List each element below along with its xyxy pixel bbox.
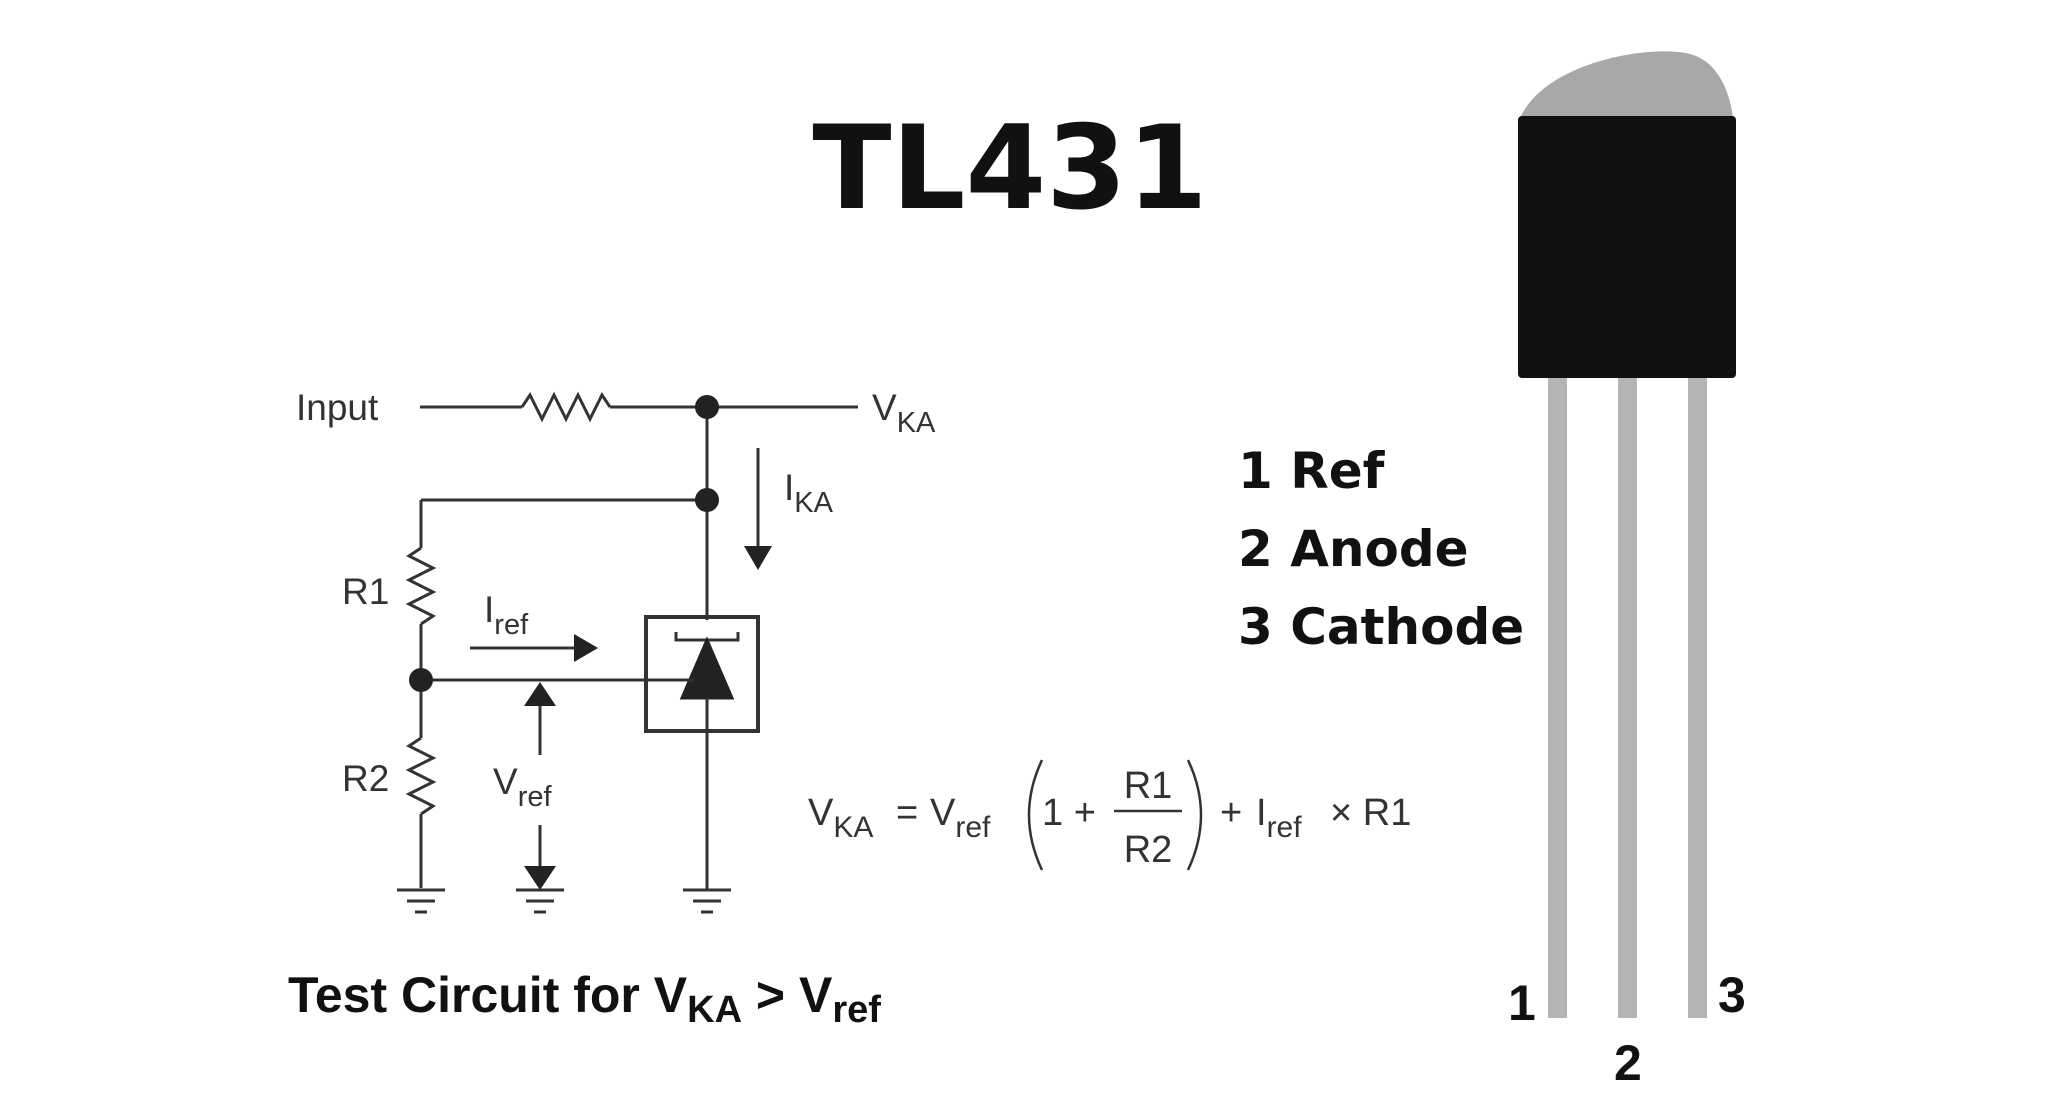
package-body [1518, 116, 1736, 378]
tl431-symbol-box [644, 615, 760, 733]
equation-left-paren [1027, 759, 1044, 871]
input-label: Input [296, 387, 379, 428]
equation-iref: Iref [1256, 792, 1302, 844]
iref-arrow-head [574, 634, 598, 662]
vka-label: VKA [872, 387, 936, 439]
vref-up-arrow-head [524, 682, 556, 706]
vref-label: Vref [493, 761, 552, 813]
equation-plus: + [1220, 792, 1242, 834]
lead-2 [1618, 378, 1637, 1018]
ground-symbol-vref [516, 888, 564, 914]
equation-denominator: R2 [1124, 829, 1173, 871]
zener-triangle [679, 636, 735, 700]
junction-dot-output [695, 395, 719, 419]
vka-equation: VKA = Vref 1 + R1 R2 + Iref × R1 [808, 759, 1411, 871]
ground-symbol-r2 [397, 888, 445, 914]
r1-label: R1 [342, 571, 389, 612]
lead-3 [1688, 378, 1707, 1018]
ground-symbol-anode [683, 888, 731, 914]
ika-label: IKA [784, 467, 834, 519]
junction-dot-r1-top [695, 488, 719, 512]
vref-down-arrow-head [524, 866, 556, 890]
equation-lhs: VKA [808, 792, 873, 844]
resistor-r1 [405, 546, 437, 626]
equation-times-r1: × R1 [1330, 792, 1411, 834]
test-circuit-schematic [397, 391, 858, 914]
pin-legend-item-3: 3 Cathode [1238, 598, 1524, 656]
pin-number-1: 1 [1508, 975, 1536, 1031]
iref-label: Iref [484, 589, 529, 641]
lead-1 [1548, 378, 1567, 1018]
package-dome [1520, 51, 1733, 118]
to92-package: 1 2 3 [1508, 51, 1746, 1091]
pin-legend-item-1: 1 Ref [1238, 442, 1386, 500]
r2-label: R2 [342, 758, 389, 799]
input-resistor [520, 391, 612, 423]
pin-number-3: 3 [1718, 967, 1746, 1023]
equation-right-paren [1186, 759, 1203, 871]
diagram-title: TL431 [812, 101, 1207, 236]
equation-vref: Vref [930, 792, 991, 844]
circuit-caption: Test Circuit for VKA > Vref [288, 967, 881, 1031]
ika-arrow-head [744, 546, 772, 570]
junction-dot-ref [409, 668, 433, 692]
equation-one-plus: 1 + [1042, 792, 1096, 834]
pin-legend-item-2: 2 Anode [1238, 520, 1469, 578]
equation-equals: = [896, 792, 918, 834]
pin-number-2: 2 [1614, 1035, 1642, 1091]
pin-legend: 1 Ref 2 Anode 3 Cathode [1238, 442, 1524, 656]
resistor-r2 [405, 736, 437, 816]
equation-numerator: R1 [1124, 765, 1173, 807]
